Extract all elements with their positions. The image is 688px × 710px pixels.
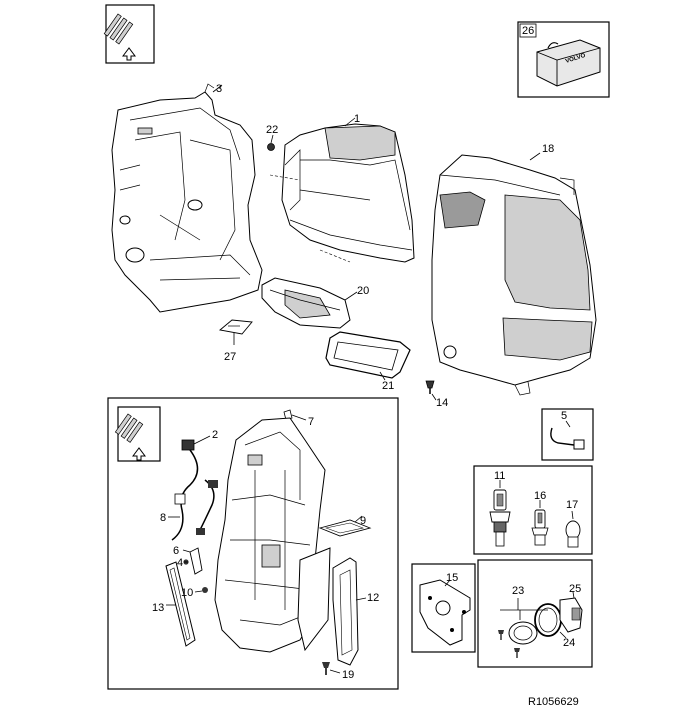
callout-14: 14 xyxy=(436,397,448,409)
callout-18: 18 xyxy=(542,143,554,155)
clip-part: 27 xyxy=(218,319,253,363)
callout-20: 20 xyxy=(357,285,369,297)
callout-24: 24 xyxy=(563,637,575,649)
callout-2: 2 xyxy=(212,429,218,441)
callout-19: 19 xyxy=(342,669,354,681)
callout-12: 12 xyxy=(367,592,379,604)
callout-4: 4 xyxy=(177,557,183,569)
headlamp-unit-part: 1 xyxy=(281,113,415,263)
callout-26: 26 xyxy=(522,25,534,37)
callout-16: 16 xyxy=(534,490,546,502)
housing-bracket-part: 3 xyxy=(111,83,263,313)
callout-25: 25 xyxy=(569,583,581,595)
callout-11: 11 xyxy=(494,470,505,482)
callout-7: 7 xyxy=(308,416,314,428)
callout-27: 27 xyxy=(224,351,236,363)
headlamp-housing-part xyxy=(214,417,331,653)
bulb-indicator-part: 17 xyxy=(565,499,581,548)
callout-10: 10 xyxy=(181,587,193,599)
wire-harness-part: 5 xyxy=(541,408,594,461)
screw-part-10: 10 xyxy=(181,587,208,599)
callout-1: 1 xyxy=(354,113,360,125)
drawing-reference-code: R1056629 xyxy=(528,696,579,708)
callout-6: 6 xyxy=(173,545,179,557)
bracket-part-6: 6 xyxy=(173,545,203,575)
callout-21: 21 xyxy=(382,380,394,392)
trim-rail-part-13: 13 xyxy=(152,561,196,647)
bulb-h1-part: 16 xyxy=(531,490,549,546)
gasket-frame-part: 21 xyxy=(325,331,411,392)
screw-part-19: 19 xyxy=(322,662,354,681)
bulbs-kit-part: 11 16 17 xyxy=(473,465,593,555)
callout-15: 15 xyxy=(446,572,458,584)
mounting-bracket-part: 15 xyxy=(411,563,476,653)
callout-5: 5 xyxy=(561,410,567,422)
carry-case-part: 26 VOLVO xyxy=(517,21,610,98)
callout-13: 13 xyxy=(152,602,164,614)
callout-8: 8 xyxy=(160,512,166,524)
bulb-h7-part: 11 xyxy=(489,470,511,547)
callout-23: 23 xyxy=(512,585,524,597)
harness-cable-part: 2 8 xyxy=(160,429,218,541)
screw-part-4: 4 xyxy=(177,557,189,569)
trim-rail-part-12: 12 xyxy=(332,557,379,666)
headlamp-housing-detail-group: 2 8 7 9 xyxy=(107,397,399,690)
callout-17: 17 xyxy=(566,499,578,511)
callout-22: 22 xyxy=(266,124,278,136)
callout-3: 3 xyxy=(216,83,222,95)
bulb-holder-kit-part: 23 25 24 xyxy=(477,559,593,668)
callout-9: 9 xyxy=(360,515,366,527)
seal-strip-part: 9 xyxy=(318,515,372,537)
fog-lamp-part: 20 xyxy=(261,277,369,329)
direction-indicator-icon-top xyxy=(103,4,155,64)
side-cover-part: 18 xyxy=(431,143,597,396)
nut-part: 22 xyxy=(266,124,278,151)
screw-part-14: 14 xyxy=(425,380,448,409)
direction-indicator-icon-detail xyxy=(114,406,161,462)
